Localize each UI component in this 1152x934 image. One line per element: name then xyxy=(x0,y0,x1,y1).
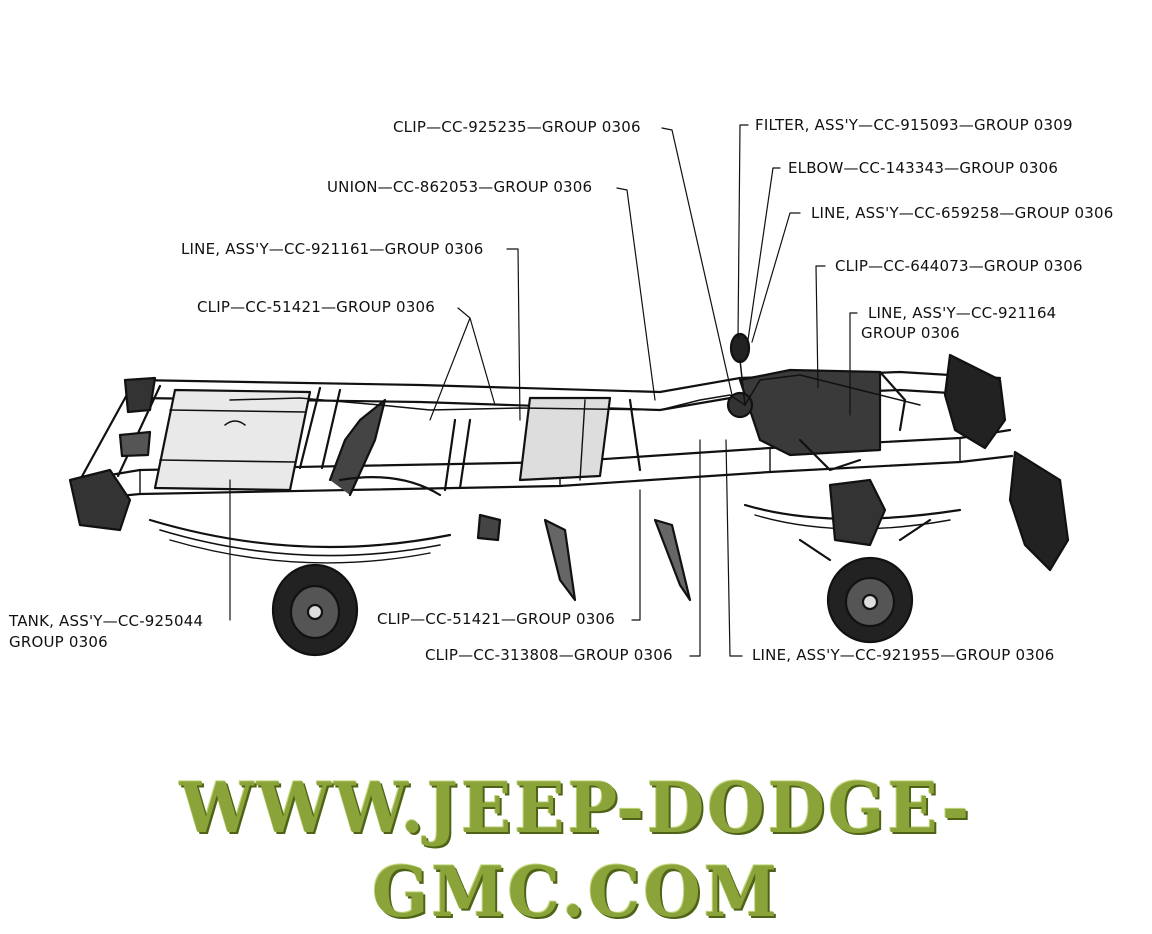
front-axle-hub xyxy=(798,478,932,644)
site-watermark: WWW.JEEP-DODGE-GMC.COM xyxy=(179,767,973,933)
rear-crossmember xyxy=(78,378,342,482)
callout-clip-313808: CLIP—CC-313808—GROUP 0306 xyxy=(425,646,673,664)
chassis-fuel-system-illustration xyxy=(68,124,1070,657)
fuel-tank xyxy=(153,388,312,492)
leader-lines xyxy=(229,124,858,657)
callout-line-921161: LINE, ASS'Y—CC-921161—GROUP 0306 xyxy=(181,240,484,258)
rear-bumper xyxy=(68,376,157,532)
callout-line-921164-line1: LINE, ASS'Y—CC-921164 xyxy=(868,304,1057,322)
callout-tank-925044-line1: TANK, ASS'Y—CC-925044 xyxy=(9,612,204,630)
callout-line-921955: LINE, ASS'Y—CC-921955—GROUP 0306 xyxy=(752,646,1055,664)
callout-clip-51421-bottom: CLIP—CC-51421—GROUP 0306 xyxy=(377,610,615,628)
callout-tank-925044-line2: GROUP 0306 xyxy=(9,633,108,651)
center-crossmembers xyxy=(443,396,642,492)
front-apron-left xyxy=(1008,450,1070,572)
callout-line-659258: LINE, ASS'Y—CC-659258—GROUP 0306 xyxy=(811,204,1114,222)
callout-clip-925235: CLIP—CC-925235—GROUP 0306 xyxy=(393,118,641,136)
callout-clip-644073: CLIP—CC-644073—GROUP 0306 xyxy=(835,257,1083,275)
rear-leaf-spring xyxy=(148,518,452,564)
callout-filter-915093: FILTER, ASS'Y—CC-915093—GROUP 0309 xyxy=(755,116,1073,134)
callout-elbow-143343: ELBOW—CC-143343—GROUP 0306 xyxy=(788,159,1059,177)
frame-rail-right xyxy=(133,370,1002,412)
fuel-filter xyxy=(726,332,754,419)
callout-union-862053: UNION—CC-862053—GROUP 0306 xyxy=(327,178,593,196)
callout-line-921164-line2: GROUP 0306 xyxy=(861,324,960,342)
rear-axle-hub xyxy=(271,398,442,657)
callout-clip-51421-top: CLIP—CC-51421—GROUP 0306 xyxy=(197,298,435,316)
front-crossmember xyxy=(738,368,907,472)
front-apron-right xyxy=(943,353,1007,450)
spring-hangers xyxy=(476,513,692,602)
